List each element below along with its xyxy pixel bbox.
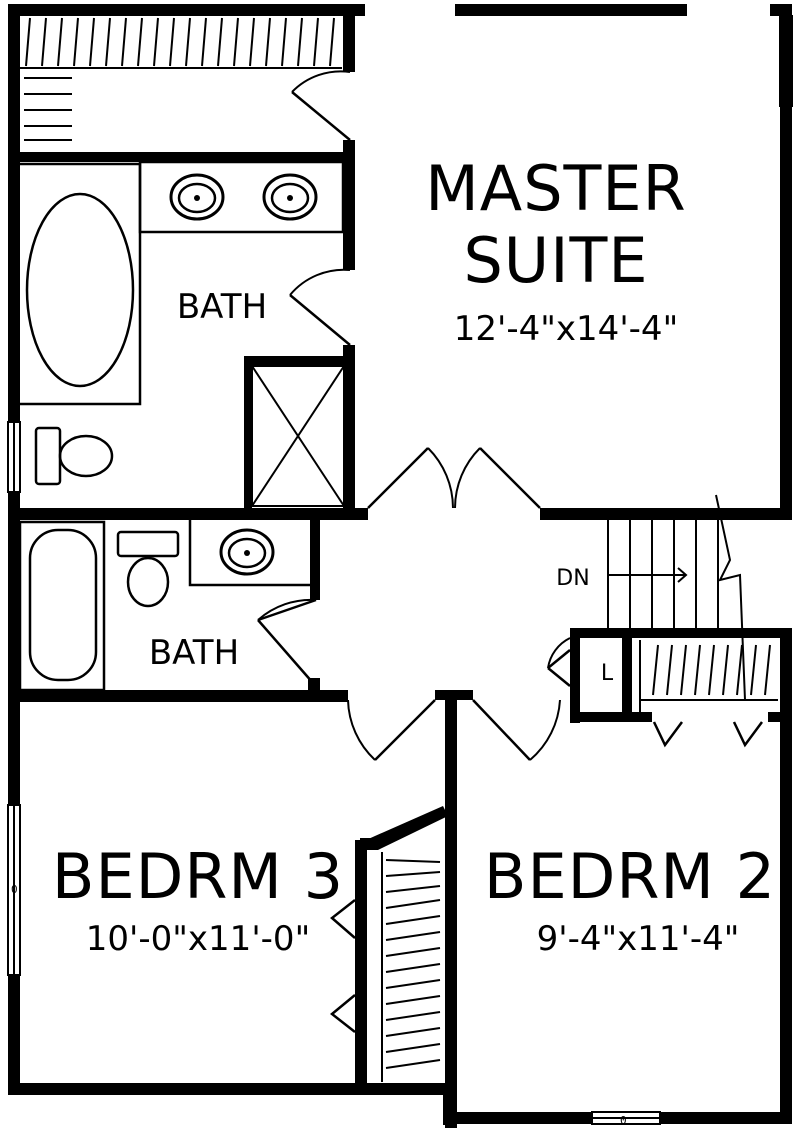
stairs-down-label: DN — [556, 566, 589, 591]
master-tub — [20, 162, 142, 406]
interior-walls — [20, 16, 792, 1128]
hall-vanity — [188, 520, 310, 587]
master-bath-fixtures — [20, 160, 346, 508]
stairs — [607, 494, 746, 701]
hall-bath-door — [257, 598, 320, 690]
left-window-mark: 0 — [11, 883, 18, 896]
hall-bath-fixtures — [18, 520, 310, 692]
linen-closet — [547, 637, 571, 687]
master-suite-double-door — [367, 447, 541, 509]
bedroom2-door — [472, 699, 561, 761]
master-shower — [244, 356, 346, 508]
bedroom3-door — [347, 699, 436, 761]
master-bath-door — [289, 268, 351, 346]
master-sink-2 — [262, 173, 318, 221]
bedroom3-dimensions: 10'-0"x11'-0" — [86, 919, 310, 959]
hall-closet-shelving — [639, 640, 778, 748]
hall-tub — [18, 520, 106, 692]
master-closet-shelving — [20, 17, 342, 141]
bedroom2-label: BEDRM 2 — [484, 840, 776, 913]
hall-bath-label: BATH — [149, 633, 239, 673]
master-bath-label: BATH — [177, 287, 267, 327]
master-suite-label-line2: SUITE — [463, 224, 648, 297]
hall-toilet — [116, 530, 180, 608]
bedroom3-label: BEDRM 3 — [52, 840, 344, 913]
master-closet-door — [291, 70, 351, 141]
bedroom3-closet-shelving — [330, 852, 441, 1082]
master-toilet — [34, 426, 114, 486]
linen-closet-label: L — [601, 661, 614, 686]
windows — [7, 15, 793, 1125]
bedroom2-dimensions: 9'-4"x11'-4" — [537, 919, 740, 959]
master-sink-1 — [169, 173, 225, 221]
bedroom3-closet-angle-wall — [366, 806, 448, 850]
bottom-window-mark: 0 — [620, 1114, 627, 1127]
master-suite-label-line1: MASTER — [425, 152, 686, 225]
master-suite-dimensions: 12'-4"x14'-4" — [454, 309, 678, 349]
